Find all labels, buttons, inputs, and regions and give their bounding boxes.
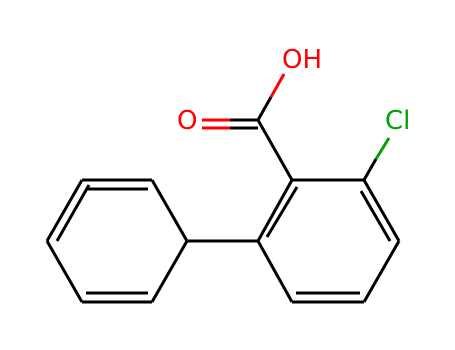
- bond-ring-chlorine-green: [374, 137, 391, 160]
- bond-hydroxyl-red: [269, 73, 286, 98]
- chloro-substituent: [362, 137, 391, 181]
- carboxyl-group: [202, 73, 294, 181]
- bond-double-inner: [265, 186, 299, 238]
- bond-double-inner: [359, 190, 392, 242]
- bond-ring-carboxyl: [256, 119, 294, 181]
- bond: [45, 179, 84, 242]
- bond-double-inner: [55, 184, 91, 242]
- bond: [362, 240, 401, 303]
- bond: [256, 240, 294, 303]
- hydroxyl-label: OH: [282, 45, 322, 75]
- bond-hydroxyl: [256, 96, 273, 121]
- bond: [150, 179, 189, 242]
- bond-ring-chlorine: [362, 158, 378, 181]
- bond: [150, 240, 189, 303]
- chlorobenzoic-ring: [256, 178, 401, 304]
- bond: [45, 240, 84, 303]
- carbonyl-oxygen-label: O: [177, 106, 197, 136]
- phenyl-ring: [45, 178, 189, 304]
- chlorine-label: Cl: [385, 106, 410, 136]
- bond: [256, 179, 294, 242]
- bond: [362, 179, 401, 242]
